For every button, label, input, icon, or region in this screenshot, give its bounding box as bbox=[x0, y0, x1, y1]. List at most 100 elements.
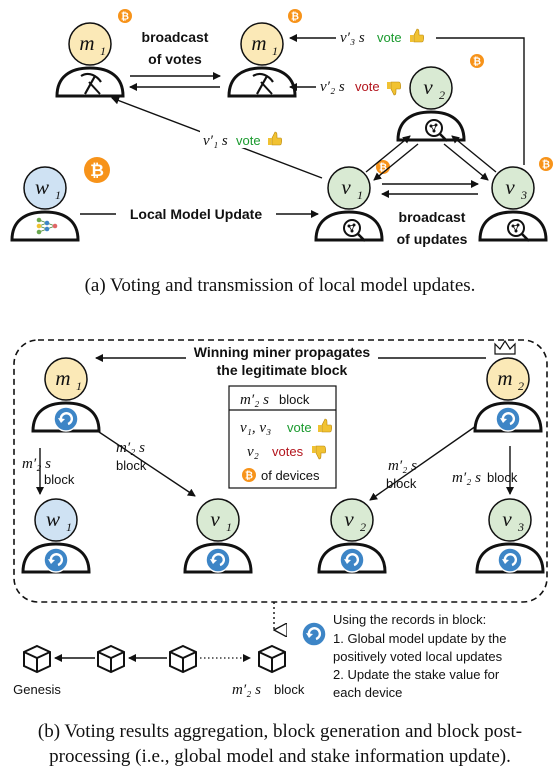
svg-text:v: v bbox=[341, 175, 351, 199]
svg-text:1: 1 bbox=[357, 188, 363, 202]
edge-label-m2-v3: m′₂ s bbox=[452, 470, 481, 486]
svg-text:1: 1 bbox=[76, 379, 82, 393]
svg-text:1: 1 bbox=[100, 44, 106, 58]
svg-text:1: 1 bbox=[226, 520, 232, 534]
validator-v3: v 3 bbox=[478, 166, 548, 243]
sync-icon bbox=[338, 546, 366, 574]
bitcoin-icon bbox=[242, 468, 256, 482]
svg-text:block: block bbox=[279, 392, 310, 407]
miner-m2: m 2 bbox=[473, 357, 543, 433]
validator-v1: v 1 bbox=[314, 166, 384, 243]
records-line-3: positively voted local updates bbox=[333, 649, 503, 664]
genesis-label: Genesis bbox=[13, 682, 61, 697]
caption-b-line-1: (b) Voting results aggregation, block ge… bbox=[38, 721, 522, 742]
cube-block-icon bbox=[23, 645, 51, 673]
svg-text:votes: votes bbox=[272, 444, 304, 459]
worker-w1-b: w 1 bbox=[21, 498, 91, 574]
broadcast-votes-label-2: of votes bbox=[148, 51, 202, 67]
sync-icon bbox=[494, 405, 522, 433]
v1-vote-prefix: v′₁ s bbox=[203, 133, 228, 149]
svg-text:1: 1 bbox=[66, 520, 72, 534]
arrow-m2-to-v2 bbox=[369, 425, 477, 501]
svg-text:m: m bbox=[251, 31, 266, 55]
miner-m1-right: m 1 bbox=[227, 22, 297, 98]
validator-v2: v 2 bbox=[396, 66, 466, 143]
bitcoin-icon bbox=[118, 9, 132, 23]
svg-text:1: 1 bbox=[272, 44, 278, 58]
block-propagation-region bbox=[13, 339, 548, 603]
svg-text:2: 2 bbox=[360, 520, 366, 534]
svg-text:m: m bbox=[497, 366, 512, 390]
validator-v1-b: v 1 bbox=[183, 498, 253, 574]
svg-text:of devices: of devices bbox=[261, 468, 320, 483]
local-model-update-label: Local Model Update bbox=[130, 206, 262, 222]
svg-text:m: m bbox=[79, 31, 94, 55]
records-line-1: Using the records in block: bbox=[333, 612, 486, 627]
bitcoin-icon: ₿ bbox=[84, 157, 110, 183]
sync-icon bbox=[52, 405, 80, 433]
crown-icon bbox=[494, 339, 516, 355]
block-record-table: m′₂ s block v₁, v₃ vote v₂ votes of devi… bbox=[228, 385, 337, 489]
miner-m1-left: m 1 bbox=[55, 22, 125, 98]
v3-vote-prefix: v′₃ s bbox=[340, 30, 365, 46]
edge-label-m2-v3-word: block bbox=[487, 470, 518, 485]
svg-text:v: v bbox=[344, 507, 354, 531]
sync-icon bbox=[300, 620, 328, 648]
caption-a: (a) Voting and transmission of local mod… bbox=[85, 275, 476, 296]
v3-vote-word: vote bbox=[377, 30, 402, 45]
svg-text:v: v bbox=[210, 507, 220, 531]
winning-miner-label: Winning miner propagates bbox=[194, 344, 371, 360]
edge-label-m2-v2-word: block bbox=[386, 476, 417, 491]
svg-text:m′₂ s: m′₂ s bbox=[240, 392, 269, 408]
svg-text:v: v bbox=[502, 507, 512, 531]
cube-block-icon bbox=[97, 645, 125, 673]
svg-text:₿: ₿ bbox=[90, 161, 104, 181]
edge-label-m1-w1-word: block bbox=[44, 472, 75, 487]
broadcast-votes-label: broadcast bbox=[142, 29, 209, 45]
miner-m1-b: m 1 bbox=[31, 357, 101, 433]
validator-v3-b: v 3 bbox=[475, 498, 545, 574]
svg-text:2: 2 bbox=[518, 379, 524, 393]
records-line-4: 2. Update the stake value for bbox=[333, 667, 500, 682]
svg-text:v₁, v₃: v₁, v₃ bbox=[240, 420, 271, 436]
broadcast-updates-label: broadcast bbox=[399, 209, 466, 225]
records-line-2: 1. Global model update by the bbox=[333, 631, 506, 646]
sync-icon bbox=[496, 546, 524, 574]
sync-icon bbox=[204, 546, 232, 574]
chain-block-word: block bbox=[274, 682, 305, 697]
arrow-v3-to-v2 bbox=[451, 135, 497, 173]
svg-text:w: w bbox=[35, 175, 49, 199]
arrow-v2-to-v3 bbox=[443, 143, 489, 181]
edge-label-m1-v1-word: block bbox=[116, 458, 147, 473]
arrow-v3-vote bbox=[289, 34, 525, 165]
bitcoin-icon bbox=[288, 9, 302, 23]
edge-label-m1-w1: m′₂ s bbox=[22, 456, 51, 472]
svg-text:2: 2 bbox=[439, 88, 445, 102]
svg-text:v: v bbox=[423, 75, 433, 99]
bitcoin-icon bbox=[470, 54, 484, 68]
sync-icon bbox=[42, 546, 70, 574]
worker-w1: w 1 bbox=[10, 166, 80, 242]
arrow-m1-to-v1 bbox=[95, 429, 196, 497]
winning-miner-label-2: the legitimate block bbox=[217, 362, 348, 378]
svg-text:vote: vote bbox=[287, 420, 312, 435]
v2-vote-word: vote bbox=[355, 79, 380, 94]
v1-vote-word: vote bbox=[236, 133, 261, 148]
records-line-5: each device bbox=[333, 685, 402, 700]
validator-v2-b: v 2 bbox=[317, 498, 387, 574]
svg-text:v₂: v₂ bbox=[247, 444, 259, 460]
arrow-v1-to-v2 bbox=[365, 135, 411, 173]
svg-text:3: 3 bbox=[520, 188, 527, 202]
broadcast-updates-label-2: of updates bbox=[397, 231, 468, 247]
cube-block-icon bbox=[258, 645, 286, 673]
edge-label-m1-v1: m′₂ s bbox=[116, 440, 145, 456]
svg-text:1: 1 bbox=[55, 188, 61, 202]
bitcoin-icon bbox=[539, 157, 553, 171]
svg-text:w: w bbox=[46, 507, 60, 531]
svg-text:m: m bbox=[55, 366, 70, 390]
arrow-v2-to-v1 bbox=[373, 143, 419, 181]
svg-text:v: v bbox=[505, 175, 515, 199]
chain-block-label: m′₂ s bbox=[232, 682, 261, 698]
v2-vote-prefix: v′₂ s bbox=[320, 79, 345, 95]
